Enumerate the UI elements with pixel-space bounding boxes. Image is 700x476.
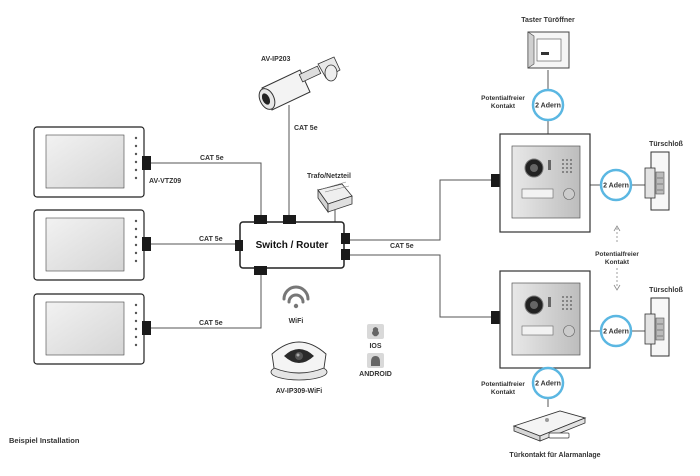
dome-camera-label: AV-IP309-WiFi [276,388,323,395]
two-wires-badge-lock2: 2 Adern [599,314,633,348]
svg-text:2 Adern: 2 Adern [535,381,561,388]
monitor-2 [33,209,151,281]
power-supply [317,181,353,214]
two-wires-badge-alarm: 2 Adern [531,366,565,400]
caption: Beispiel Installation [9,436,80,445]
wifi-label: WiFi [289,318,304,325]
door-opener-button [527,31,570,69]
bullet-camera [258,56,341,111]
cable-label-2: CAT 5e [199,236,223,243]
wifi-icon [282,285,310,309]
potential-free-bottom-2: Kontakt [491,389,516,396]
cable-lines [150,70,645,407]
potential-free-mid-2: Kontakt [605,259,630,266]
potential-free-top-2: Kontakt [491,103,516,110]
two-wires-badge-top: 2 Adern [531,88,565,122]
door-lock-label-1: Türschloß [649,141,684,148]
ios-label: IOS [369,343,381,350]
two-wires-badge-lock1: 2 Adern [599,168,633,202]
svg-text:2 Adern: 2 Adern [603,183,629,190]
alarm-contact-label: Türkontakt für Alarmanlage [509,452,600,459]
android-label: ANDROID [359,371,392,378]
door-lock-1 [644,151,670,211]
door-station-2 [499,270,591,369]
cable-label-3: CAT 5e [199,320,223,327]
svg-text:2 Adern: 2 Adern [603,329,629,336]
camera-top-label: AV-IP203 [261,56,291,63]
potential-free-mid-1: Potentialfreier [595,251,639,258]
cable-label-camera: CAT 5e [294,125,318,132]
monitor-3 [33,293,151,365]
android-icon [367,353,384,368]
cable-label-router: CAT 5e [390,243,414,250]
monitor-1 [33,126,151,198]
potential-free-top-1: Potentialfreier [481,95,525,102]
router-label: Switch / Router [256,240,329,251]
door-station-1 [499,133,591,233]
monitor-model-label: AV-VTZ09 [149,178,181,185]
door-lock-label-2: Türschloß [649,287,684,294]
cable-label-1: CAT 5e [200,155,224,162]
door-button-label: Taster Türöffner [521,17,575,24]
switch-router [235,215,350,275]
potential-free-bottom-1: Potentialfreier [481,381,525,388]
door-lock-2 [644,297,670,357]
apple-icon [367,324,384,339]
svg-text:2 Adern: 2 Adern [535,103,561,110]
alarm-contact [512,410,587,442]
dome-camera [270,341,328,381]
psu-label: Trafo/Netzteil [307,173,351,180]
